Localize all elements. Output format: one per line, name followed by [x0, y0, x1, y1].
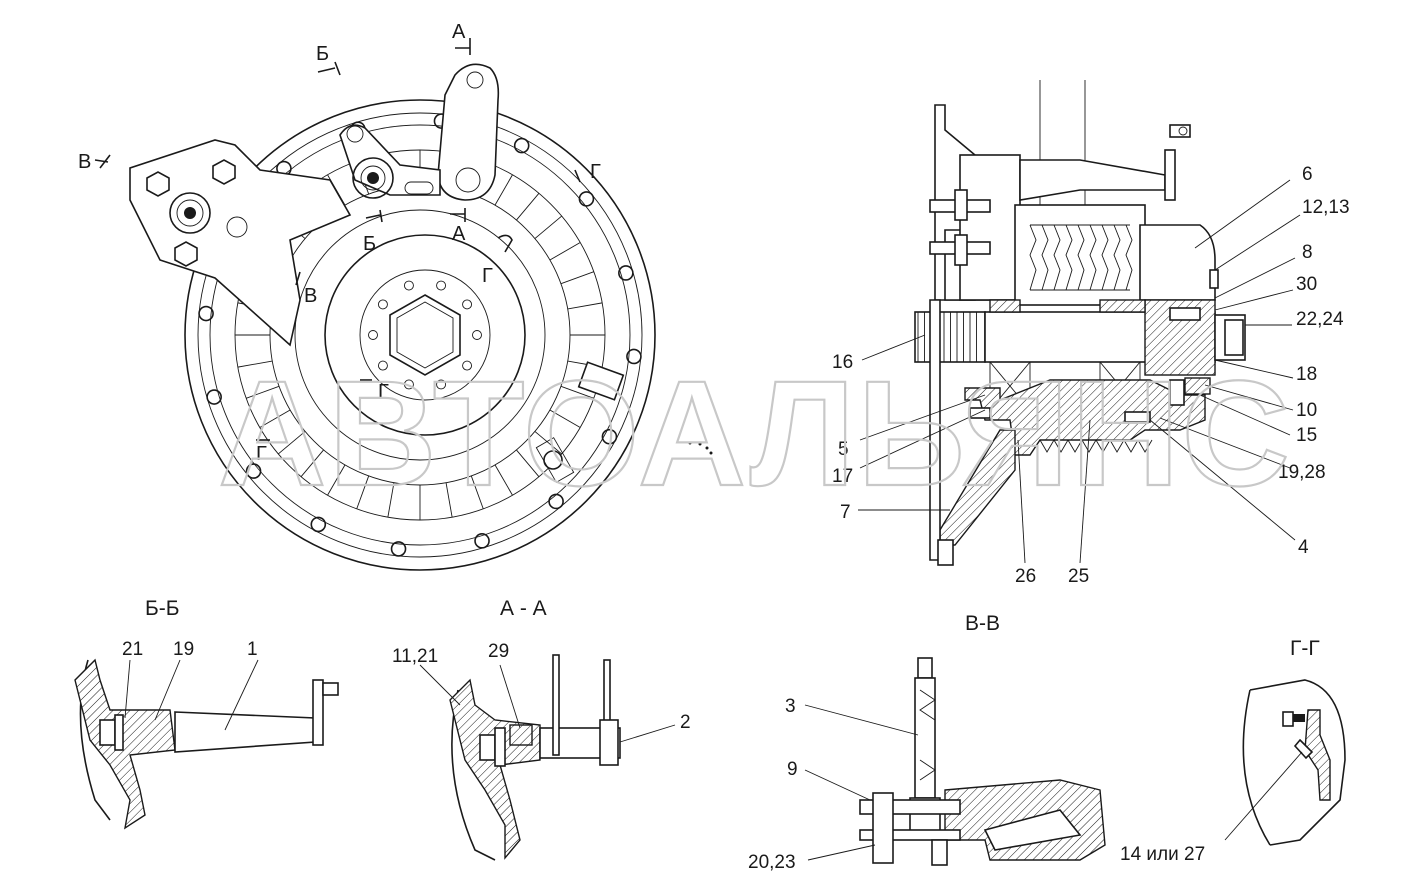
section-mark-g-right: Г — [590, 161, 601, 183]
hub-disc — [324, 234, 526, 436]
callout-18: 18 — [1296, 364, 1317, 385]
section-mark-v-mid: В — [304, 285, 317, 307]
callout-4: 4 — [1298, 537, 1309, 558]
callout-20-23: 20,23 — [748, 852, 796, 873]
callout-10: 10 — [1296, 400, 1317, 421]
callout-22-24: 22,24 — [1296, 309, 1344, 330]
section-bb: Б-Б 21 19 1 — [74, 597, 339, 830]
section-mark-v-left: В — [78, 151, 91, 173]
bracket-bearing — [169, 192, 211, 234]
callout-26: 26 — [1015, 566, 1036, 587]
left-bracket — [129, 139, 352, 347]
callout-17: 17 — [832, 466, 853, 487]
section-mark-b-top: Б — [316, 43, 329, 65]
section-aa: А - А 11,21 29 2 — [392, 597, 691, 861]
callout-14-27: 14 или 27 — [1120, 844, 1205, 865]
section-title-aa: А - А — [500, 597, 547, 620]
housing-outer-flange — [184, 99, 656, 571]
callout-9: 9 — [787, 759, 798, 780]
callout-7: 7 — [840, 502, 851, 523]
callout-5: 5 — [838, 439, 849, 460]
callout-30: 30 — [1296, 274, 1317, 295]
section-mark-b-mid: Б — [363, 233, 376, 255]
section-vv: В-В 3 9 20,23 — [748, 612, 1106, 873]
callout-12-13: 12,13 — [1302, 197, 1350, 218]
callout-25: 25 — [1068, 566, 1089, 587]
watermark-text: АВТОАЛЬЯНС — [218, 349, 1292, 517]
pivot-pin — [352, 157, 394, 199]
callout-16: 16 — [832, 352, 853, 373]
section-title-vv: В-В — [965, 612, 1000, 635]
callout-3: 3 — [785, 696, 796, 717]
callout-19-28: 19,28 — [1278, 462, 1326, 483]
top-lever — [437, 63, 500, 201]
section-mark-g-left: Г — [256, 443, 267, 465]
callout-6: 6 — [1302, 164, 1313, 185]
section-title-bb: Б-Б — [145, 597, 180, 620]
callout-19-bb: 19 — [173, 639, 194, 660]
section-title-gg: Г-Г — [1290, 637, 1320, 660]
section-mark-g-low: Г — [378, 381, 389, 403]
front-view: А А Б Б В В Г Г Г Г — [78, 21, 713, 571]
pump-vanes — [1029, 224, 1133, 291]
section-mark-a-top: А — [452, 21, 466, 43]
section-mark-a-mid: А — [452, 223, 466, 245]
callout-15: 15 — [1296, 425, 1317, 446]
callout-1: 1 — [247, 639, 258, 660]
section-gg: Г-Г 14 или 27 — [1120, 637, 1346, 865]
callout-11-21: 11,21 — [392, 646, 438, 667]
hub-nut — [389, 294, 461, 376]
callout-2: 2 — [680, 712, 691, 733]
callout-29: 29 — [488, 641, 509, 662]
side-view-callouts: 6 12,13 8 30 22,24 16 18 10 15 5 17 19,2… — [832, 164, 1350, 587]
callout-21-bb: 21 — [122, 639, 143, 660]
hub-bolt-holes — [368, 280, 482, 390]
section-mark-g-mid: Г — [482, 265, 493, 287]
side-section-view — [914, 80, 1246, 566]
callout-8: 8 — [1302, 242, 1313, 263]
link-arm — [339, 124, 441, 196]
